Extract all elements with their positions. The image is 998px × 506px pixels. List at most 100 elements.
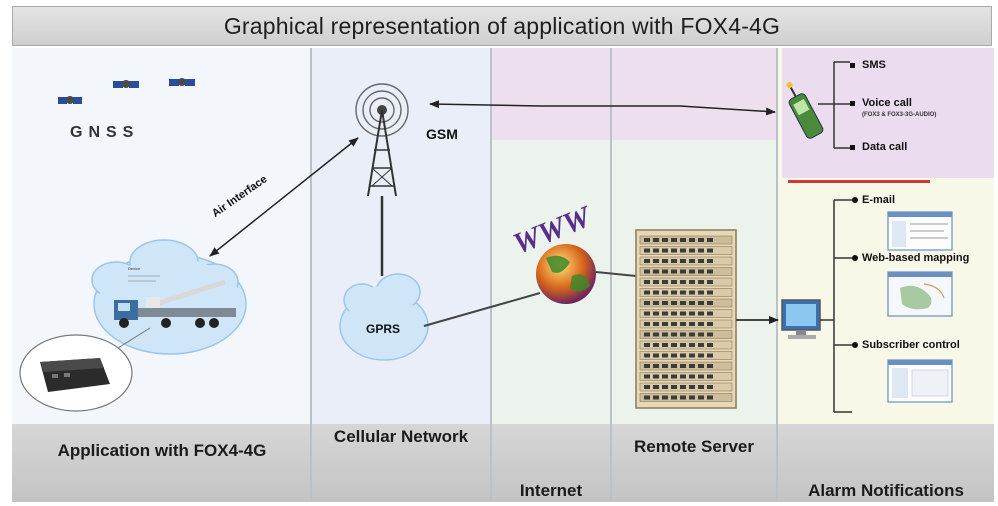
gnss-label: GNSS — [70, 124, 140, 141]
server-rack-port — [698, 343, 704, 347]
zone-divider — [490, 48, 492, 500]
server-rack-port — [662, 322, 668, 326]
gsm-link-band — [492, 48, 776, 140]
server-rack-port — [707, 311, 713, 316]
server-rack-port — [671, 385, 677, 389]
server-rack-port — [644, 364, 650, 368]
crane-truck-icon: Device — [114, 266, 236, 328]
server-rack-port — [653, 280, 659, 284]
map-screenshot-thumbnail — [887, 271, 953, 317]
server-rack-port — [698, 353, 704, 358]
server-rack-port — [680, 248, 686, 253]
server-rack-port — [698, 374, 704, 379]
zone-label-alarm: Alarm Notifications — [808, 481, 964, 500]
voice-call-note: (FOX3 & FOX3-3G-AUDIO) — [862, 112, 937, 118]
server-rack-port — [644, 259, 650, 263]
server-rack-port — [671, 364, 677, 368]
server-rack-port — [707, 280, 713, 284]
zone-label-remote-server: Remote Server — [633, 437, 754, 456]
server-rack-port — [707, 364, 713, 368]
server-rack-port — [689, 301, 695, 305]
server-rack-port — [662, 332, 668, 337]
internet-to-server-line — [595, 271, 637, 277]
notification-web-mapping: Web-based mapping — [862, 252, 970, 264]
server-rack-port — [653, 385, 659, 389]
server-rack-port — [662, 343, 668, 347]
server-rack-port — [707, 322, 713, 326]
server-rack-port — [662, 395, 668, 400]
server-rack-port — [689, 322, 695, 326]
server-rack-port — [644, 290, 650, 295]
server-rack-port — [680, 374, 686, 379]
server-rack-port — [662, 311, 668, 316]
notification-data-call: Data call — [862, 141, 908, 153]
server-rack-port — [680, 238, 686, 242]
server-rack-port — [644, 248, 650, 253]
server-rack-port — [662, 280, 668, 284]
mobile-phone-icon — [786, 82, 824, 139]
server-rack-port — [662, 248, 668, 253]
server-rack-port — [680, 395, 686, 400]
server-rack-port — [662, 374, 668, 379]
svg-text:Device: Device — [128, 266, 141, 271]
server-rack-port — [653, 364, 659, 368]
server-rack-port — [671, 332, 677, 337]
server-rack-port — [662, 269, 668, 274]
server-rack-port — [662, 290, 668, 295]
server-rack-port — [662, 238, 668, 242]
server-rack-port — [653, 343, 659, 347]
server-rack-port — [671, 280, 677, 284]
server-rack-port — [698, 395, 704, 400]
server-rack-port — [662, 385, 668, 389]
server-rack-port — [707, 248, 713, 253]
alarm-separator — [788, 180, 930, 183]
server-rack-port — [698, 280, 704, 284]
server-rack-port — [662, 353, 668, 358]
server-rack-port — [653, 301, 659, 305]
server-rack-port — [707, 269, 713, 274]
gsm-tower-icon — [355, 83, 409, 197]
diagram-title: Graphical representation of application … — [12, 6, 992, 46]
server-rack-port — [653, 311, 659, 316]
server-rack-port — [689, 395, 695, 400]
satellite-icon — [113, 80, 139, 88]
server-rack-port — [689, 290, 695, 295]
server-rack-port — [680, 290, 686, 295]
gprs-label: GPRS — [366, 322, 401, 336]
zone-divider — [776, 48, 778, 500]
zone-label-cellular: Cellular Network — [333, 427, 469, 446]
server-rack-port — [698, 301, 704, 305]
gsm-notification-arrow — [429, 100, 776, 116]
server-rack-port — [689, 374, 695, 379]
server-rack-port — [698, 332, 704, 337]
server-rack-port — [644, 332, 650, 337]
satellite-icon — [169, 78, 195, 86]
server-rack-port — [653, 395, 659, 400]
server-rack-port — [707, 290, 713, 295]
server-rack-port — [689, 364, 695, 368]
server-rack-port — [707, 395, 713, 400]
server-rack-port — [707, 353, 713, 358]
server-rack-port — [680, 280, 686, 284]
server-rack-port — [698, 311, 704, 316]
server-rack-port — [707, 259, 713, 263]
computer-monitor-icon — [781, 299, 821, 339]
gsm-notifications-panel — [782, 48, 994, 178]
gprs-to-internet-line — [423, 292, 541, 327]
server-rack-port — [689, 311, 695, 316]
server-rack-port — [653, 353, 659, 358]
notification-subscriber-control: Subscriber control — [862, 339, 960, 351]
server-rack-port — [653, 322, 659, 326]
subscriber-screenshot-thumbnail — [887, 359, 953, 403]
email-screenshot-thumbnail — [887, 211, 953, 251]
server-rack-port — [680, 311, 686, 316]
gsm-notification-bracket — [818, 61, 855, 150]
zone-divider — [310, 48, 312, 500]
notification-voice-call: Voice call — [862, 97, 912, 109]
server-rack-port — [671, 395, 677, 400]
fox4-device-icon — [40, 358, 110, 392]
server-rack-port — [653, 248, 659, 253]
server-rack-port — [680, 385, 686, 389]
server-rack-port — [680, 269, 686, 274]
